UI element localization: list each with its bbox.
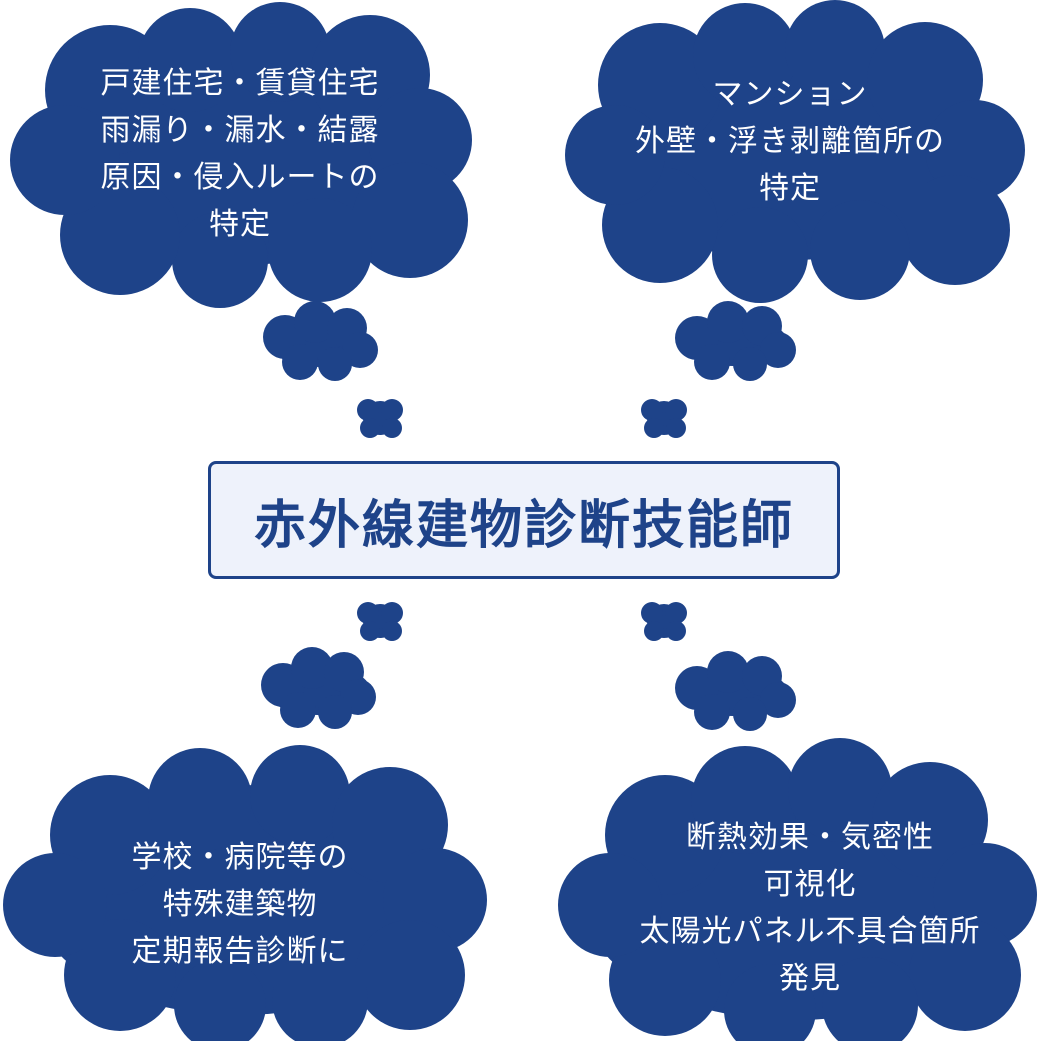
cloud-line: 特定: [209, 207, 271, 242]
cloud-text-bottom-left: 学校・病院等の 特殊建築物 定期報告診断に: [40, 834, 440, 975]
cloud-text-top-left: 戸建住宅・賃貸住宅 雨漏り・漏水・結露 原因・侵入ルートの 特定: [40, 60, 440, 248]
cloud-text-bottom-right: 断熱効果・気密性 可視化 太陽光パネル不具合箇所 発見: [610, 814, 1010, 1002]
bubble-medium-bottom-right: [675, 651, 796, 731]
cloud-top-right: [565, 0, 1025, 303]
cloud-fill-group: [3, 0, 1037, 1041]
cloud-text-top-right: マンション 外壁・浮き剥離箇所の 特定: [590, 71, 990, 212]
cloud-line: 発見: [779, 961, 841, 996]
cloud-bottom-right: [558, 738, 1037, 1041]
cloud-line: 原因・侵入ルートの: [100, 160, 380, 195]
cloud-line: 太陽光パネル不具合箇所: [639, 914, 981, 949]
cloud-line: 定期報告診断に: [131, 934, 349, 969]
bubble-medium-top-right: [675, 301, 796, 381]
bubble-small-top-left: [357, 399, 403, 438]
cloud-line: 学校・病院等の: [131, 840, 349, 875]
cloud-line: 雨漏り・漏水・結露: [100, 113, 380, 148]
bubble-medium-top-left: [263, 301, 378, 381]
bubble-medium-bottom-left: [261, 647, 376, 729]
cloud-line: 特定: [759, 171, 821, 206]
center-title-box: 赤外線建物診断技能師: [208, 461, 840, 579]
cloud-line: マンション: [712, 77, 868, 112]
cloud-line: 戸建住宅・賃貸住宅: [100, 66, 380, 101]
bubble-small-bottom-right: [641, 602, 687, 641]
bubble-small-bottom-left: [357, 602, 403, 641]
cloud-line: 特殊建築物: [162, 887, 318, 922]
cloud-top-left: [10, 2, 472, 308]
center-title: 赤外線建物診断技能師: [253, 494, 794, 556]
cloud-bottom-left: [3, 745, 487, 1041]
bubble-small-top-right: [641, 399, 687, 438]
cloud-line: 断熱効果・気密性: [686, 820, 934, 855]
cloud-line: 外壁・浮き剥離箇所の: [635, 124, 945, 159]
cloud-line: 可視化: [763, 867, 857, 902]
